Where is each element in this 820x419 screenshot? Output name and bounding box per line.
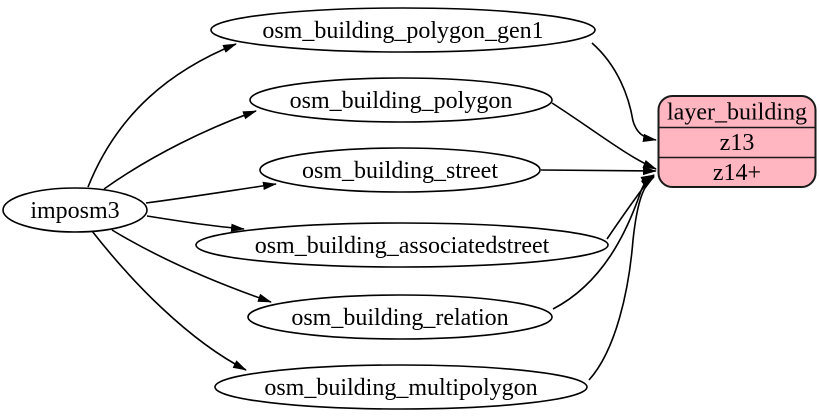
osm-building-street-ellipse <box>259 147 541 193</box>
node-osm-building-polygon-gen1: osm_building_polygon_gen1 <box>210 7 596 53</box>
layer-building-title: layer_building <box>667 100 807 126</box>
edge-imposm3-to-osm-building-polygon-gen1 <box>87 43 237 188</box>
node-osm-building-polygon: osm_building_polygon <box>249 77 553 123</box>
edge-osm-building-multipolygon-to-z14 <box>588 176 655 381</box>
osm-building-associatedstreet-ellipse <box>195 222 609 268</box>
layer-building-row-z13: z13 <box>720 130 755 156</box>
edge-osm-building-polygon-gen1-to-z13 <box>591 42 657 143</box>
osm-building-multipolygon-ellipse <box>214 364 588 410</box>
node-osm-building-street: osm_building_street <box>259 147 541 193</box>
edge-imposm3-to-osm-building-street <box>145 181 277 204</box>
node-osm-building-relation: osm_building_relation <box>247 294 553 340</box>
node-osm-building-associatedstreet: osm_building_associatedstreet <box>195 222 609 268</box>
node-imposm3: imposm3 <box>2 187 148 233</box>
layer-building-row-z14: z14+ <box>713 160 761 186</box>
edge-imposm3-to-osm-building-associatedstreet <box>146 215 245 233</box>
osm-building-polygon-ellipse <box>249 77 553 123</box>
edge-group <box>87 42 657 381</box>
node-osm-building-multipolygon: osm_building_multipolygon <box>214 364 588 410</box>
layer-building-box <box>657 95 817 188</box>
node-layer-building: layer_building z13 z14+ <box>657 95 817 188</box>
edge-osm-building-polygon-to-z14 <box>551 102 657 170</box>
osm-building-associatedstreet-label: osm_building_associatedstreet <box>255 233 550 259</box>
osm-building-polygon-gen1-ellipse <box>210 7 596 53</box>
osm-building-street-label: osm_building_street <box>302 158 498 184</box>
edge-imposm3-to-osm-building-multipolygon <box>91 230 247 371</box>
osm-building-relation-ellipse <box>247 294 553 340</box>
edge-osm-building-street-to-z14 <box>540 166 657 176</box>
imposm3-ellipse <box>2 187 148 233</box>
osm-building-polygon-label: osm_building_polygon <box>290 88 513 114</box>
imposm3-label: imposm3 <box>30 198 119 224</box>
osm-building-relation-label: osm_building_relation <box>291 305 508 331</box>
osm-building-polygon-gen1-label: osm_building_polygon_gen1 <box>262 18 543 44</box>
osm-building-multipolygon-label: osm_building_multipolygon <box>264 375 537 401</box>
edge-imposm3-to-osm-building-polygon <box>103 110 257 190</box>
edge-imposm3-to-osm-building-relation <box>111 229 272 303</box>
